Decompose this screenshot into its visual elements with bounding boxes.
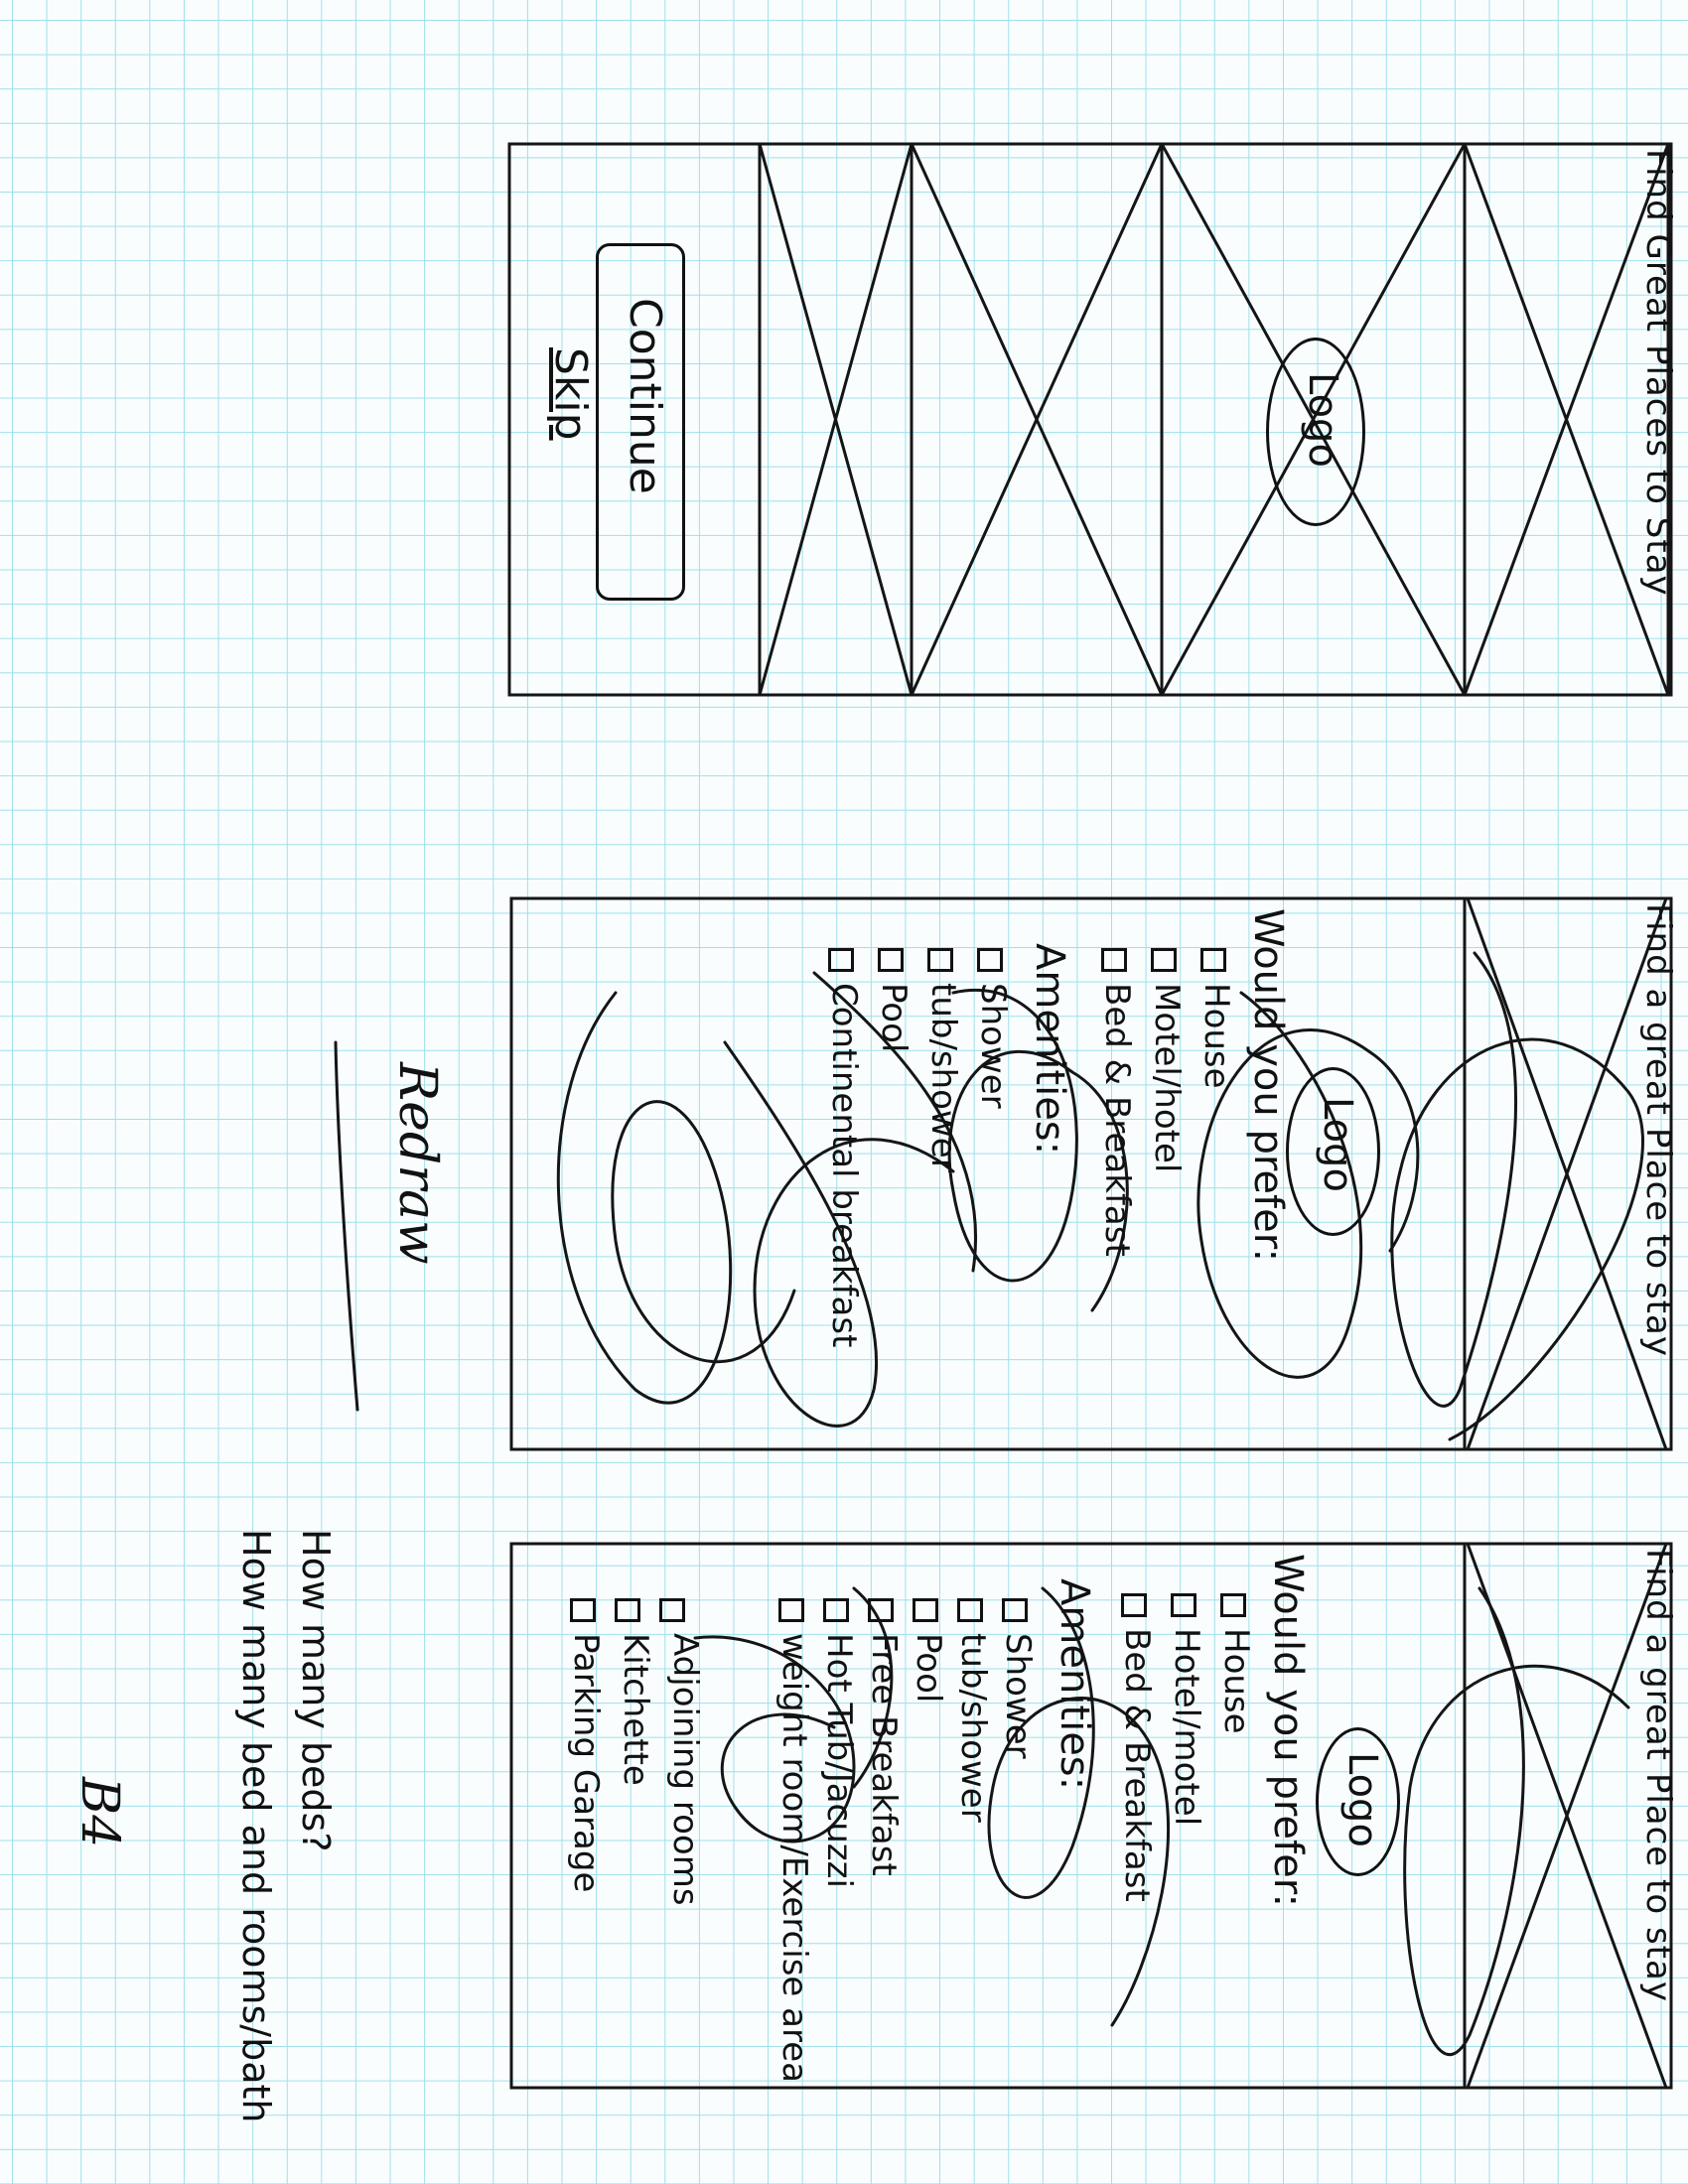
frame-3-amenity-shower-checkbox[interactable] — [1002, 1598, 1028, 1622]
frame-3-logo-text: Logo — [1339, 1752, 1385, 1847]
frame-2-option-house-checkbox[interactable] — [1200, 948, 1226, 972]
frame-2-option-house: House — [1196, 983, 1236, 1089]
frame-2-amenity-shower: Shower — [973, 983, 1013, 1109]
frame-2-amenity-shower-checkbox[interactable] — [977, 948, 1003, 972]
frame-3-option-hotel: Hotel/motel — [1167, 1628, 1206, 1827]
frame-3-header: Find a great Place to stay — [1638, 1549, 1678, 2002]
note-line-2: How many bed and rooms/bath — [234, 1529, 278, 2123]
frame-2-amenity-pool: Pool — [874, 983, 914, 1053]
frame-2-amenity-breakfast: Continental breakfast — [824, 983, 864, 1348]
frame-1-header: Find Great Places to Stay — [1638, 149, 1678, 597]
frame-3-amenity-weightroom-checkbox[interactable] — [778, 1598, 804, 1622]
frame-3-amenity-tub: tub/shower — [953, 1633, 993, 1823]
frame-3-amenity-parking-checkbox[interactable] — [570, 1598, 596, 1622]
frame-2-amenity-tub-checkbox[interactable] — [927, 948, 953, 972]
frame-1-logo-text: Logo — [1300, 372, 1345, 468]
frame-3-amenity-kitchette-checkbox[interactable] — [615, 1598, 640, 1622]
frame-3-question: Would you prefer: — [1265, 1554, 1311, 1907]
frame-2-outline — [509, 896, 1673, 1451]
frame-2-option-bnb-checkbox[interactable] — [1101, 948, 1127, 972]
image-placeholder-5 — [1466, 896, 1668, 1451]
frame-3-option-bnb: Bed & Breakfast — [1117, 1628, 1157, 1902]
signature: Redraw — [387, 1062, 447, 1265]
frame-2-option-motel: Motel/hotel — [1147, 983, 1187, 1173]
frame-2-amenity-pool-checkbox[interactable] — [878, 948, 904, 972]
signature-underline — [334, 1040, 359, 1412]
frame-3-amenity-pool: Pool — [909, 1633, 948, 1704]
frame-2-logo-text: Logo — [1315, 1097, 1360, 1192]
frame-3-amenity-adjoining: Adjoining rooms — [665, 1633, 705, 1906]
frame-3-amenity-breakfast: Free Breakfast — [864, 1633, 904, 1876]
frame-3-amenity-breakfast-checkbox[interactable] — [868, 1598, 894, 1622]
frame-3-amenity-shower: Shower — [998, 1633, 1038, 1759]
frame-2-header: Find a great Place to stay — [1638, 903, 1678, 1357]
note-line-1: How many beds? — [294, 1529, 338, 1852]
frame-3-amenity-tub-checkbox[interactable] — [957, 1598, 983, 1622]
continue-button-label: Continue — [620, 298, 670, 494]
frame-3-amenity-parking: Parking Garage — [566, 1633, 606, 1893]
frame-3-amenity-weightroom: weight room/Exercise area — [774, 1633, 814, 2083]
frame-3-amenity-hottub: Hot Tub/Jacuzzi — [819, 1633, 859, 1888]
frame-2-amenities-title: Amenities: — [1027, 943, 1072, 1156]
frame-2-question: Would you prefer: — [1245, 908, 1291, 1262]
frame-2-amenity-tub: tub/shower — [923, 983, 963, 1172]
page-mark: B4 — [70, 1777, 129, 1848]
frame-3-amenity-pool-checkbox[interactable] — [913, 1598, 938, 1622]
image-placeholder-6 — [1466, 1542, 1668, 2090]
frame-3-option-bnb-checkbox[interactable] — [1121, 1593, 1147, 1617]
frame-3-amenities-title: Amenities: — [1052, 1578, 1097, 1791]
frame-3-option-hotel-checkbox[interactable] — [1171, 1593, 1196, 1617]
frame-2-option-bnb: Bed & Breakfast — [1097, 983, 1137, 1257]
frame-3-amenity-hottub-checkbox[interactable] — [823, 1598, 849, 1622]
frame-2-option-motel-checkbox[interactable] — [1151, 948, 1177, 972]
skip-link[interactable]: Skip — [545, 347, 596, 441]
image-placeholder-1 — [758, 142, 914, 697]
frame-3-amenity-adjoining-checkbox[interactable] — [659, 1598, 685, 1622]
image-placeholder-4 — [910, 142, 1164, 697]
frame-2-amenity-breakfast-checkbox[interactable] — [828, 948, 854, 972]
frame-3-option-house: House — [1216, 1628, 1256, 1734]
frame-3-amenity-kitchette: Kitchette — [616, 1633, 655, 1786]
frame-3-option-house-checkbox[interactable] — [1220, 1593, 1246, 1617]
